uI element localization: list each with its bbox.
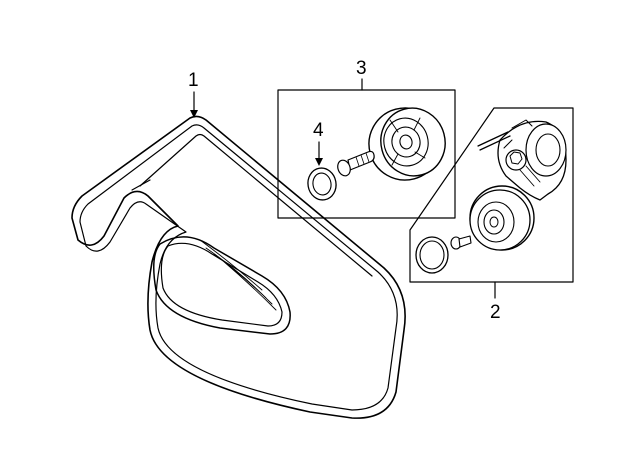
callout-label-idler-pulley: 3: [356, 58, 367, 79]
callout-label-tensioner: 2: [490, 302, 501, 323]
idler-pulley[interactable]: [361, 100, 453, 188]
callout-label-belt: 1: [188, 70, 199, 91]
tensioner-pulley[interactable]: [469, 185, 535, 251]
pulley-bolt[interactable]: [336, 150, 375, 177]
tensioner-bolt[interactable]: [450, 235, 472, 250]
callout-3: 3: [356, 58, 367, 91]
callout-label-washer: 4: [313, 120, 324, 141]
tensioner-assembly[interactable]: [409, 107, 574, 283]
serpentine-belt[interactable]: [71, 115, 406, 419]
tensioner-seal-ring[interactable]: [415, 236, 449, 274]
idler-pulley-kit[interactable]: [277, 89, 456, 219]
callout-4: 4: [313, 120, 324, 166]
callout-1: 1: [188, 70, 199, 118]
callout-2: 2: [490, 281, 501, 323]
washer[interactable]: [305, 166, 338, 202]
tensioner-body[interactable]: [477, 119, 567, 201]
